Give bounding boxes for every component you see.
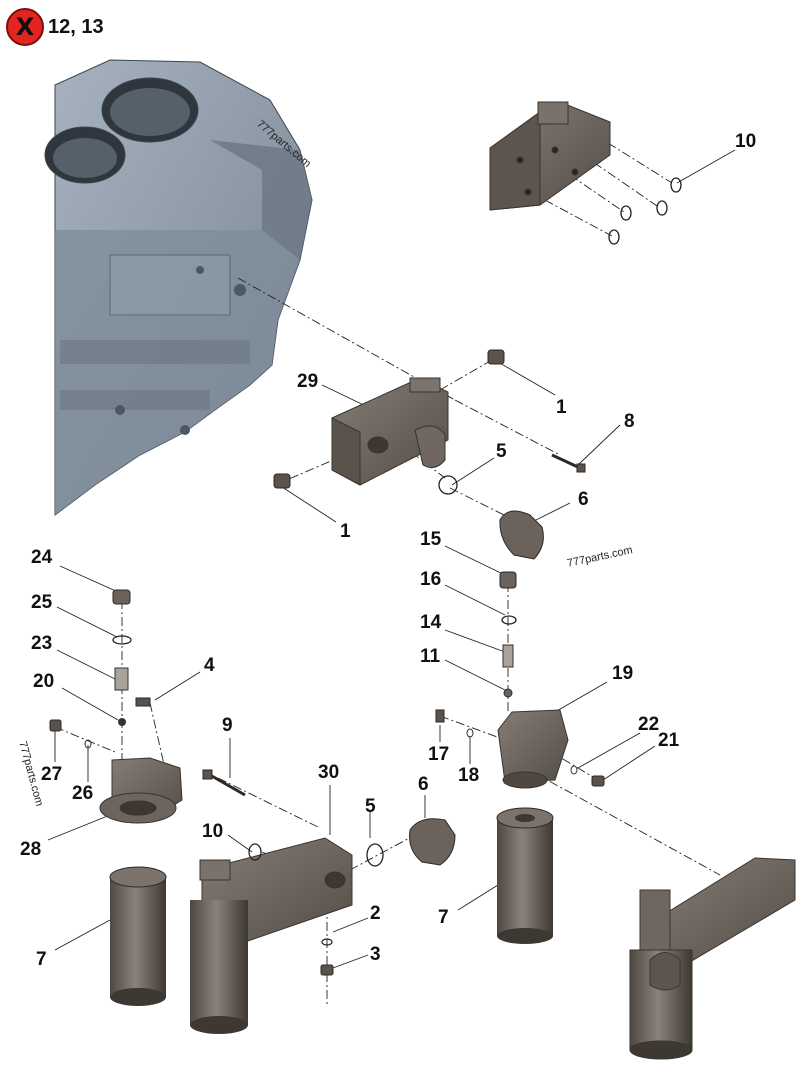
callout-1: 1	[340, 521, 351, 542]
top-right-assembly	[489, 101, 611, 211]
callout-27: 27	[41, 764, 63, 785]
callout-25: 25	[31, 592, 53, 613]
callout-15: 15	[420, 529, 442, 550]
callout-6: 6	[418, 774, 429, 795]
assembly-bottom-right	[629, 857, 796, 1060]
o-ring-25	[112, 635, 132, 645]
plug-27	[49, 719, 62, 732]
callout-9: 9	[222, 715, 233, 736]
plug-3	[320, 964, 334, 976]
callout-23: 23	[31, 633, 53, 654]
seal-22	[570, 765, 578, 775]
bolt-9	[202, 769, 246, 797]
callout-19: 19	[612, 663, 634, 684]
parts-label: 12, 13	[48, 15, 104, 38]
callout-28: 28	[20, 839, 42, 860]
bolt-4	[135, 697, 151, 707]
elbow-6-upper	[499, 510, 544, 560]
cap-24	[112, 589, 131, 605]
callout-7: 7	[36, 949, 47, 970]
o-ring-10-lower	[248, 843, 262, 861]
callout-2: 2	[370, 903, 381, 924]
elbow-6-lower	[409, 818, 456, 866]
o-ring-5-upper	[438, 475, 458, 495]
callout-8: 8	[624, 411, 635, 432]
callout-16: 16	[420, 569, 442, 590]
engine-block	[44, 59, 313, 516]
seal-18	[466, 728, 474, 738]
filter-head-19	[497, 709, 569, 789]
callout-3: 3	[370, 944, 381, 965]
o-ring-16	[501, 615, 517, 625]
callout-leaders	[47, 149, 736, 969]
callout-4: 4	[204, 655, 215, 676]
o-ring-5-lower	[366, 843, 384, 867]
plug-1-upper	[487, 349, 505, 365]
callout-10: 10	[735, 131, 757, 152]
spring-23	[114, 667, 129, 691]
housing-29	[331, 377, 449, 486]
callout-7: 7	[438, 907, 449, 928]
callout-29: 29	[297, 371, 319, 392]
callout-5: 5	[496, 441, 507, 462]
cap-15	[499, 571, 517, 589]
callout-10: 10	[202, 821, 224, 842]
washer-20	[118, 718, 126, 726]
callout-1: 1	[556, 397, 567, 418]
callout-18: 18	[458, 765, 480, 786]
callout-20: 20	[33, 671, 55, 692]
filter-7-center	[190, 900, 248, 1034]
callout-21: 21	[658, 730, 680, 751]
callout-24: 24	[31, 547, 53, 568]
close-icon[interactable]: X	[6, 8, 44, 46]
callout-30: 30	[318, 762, 340, 783]
callout-17: 17	[428, 744, 450, 765]
callout-14: 14	[420, 612, 442, 633]
plug-1-lower	[273, 473, 291, 489]
filter-head-28	[99, 757, 183, 824]
washer-11	[503, 688, 513, 698]
o-rings-top	[608, 177, 682, 245]
seal-26	[84, 739, 92, 749]
spring-14	[502, 644, 514, 668]
callout-22: 22	[638, 714, 660, 735]
pin-17	[435, 709, 445, 723]
callout-6: 6	[578, 489, 589, 510]
header-badge: X 12, 13	[6, 8, 104, 46]
bolt-8	[551, 453, 586, 473]
filter-7-left	[109, 866, 167, 1006]
callout-26: 26	[72, 783, 94, 804]
callout-11: 11	[420, 646, 441, 667]
callout-5: 5	[365, 796, 376, 817]
plug-21	[591, 775, 605, 787]
o-ring-2	[321, 938, 333, 946]
filter-7-right	[496, 807, 554, 944]
